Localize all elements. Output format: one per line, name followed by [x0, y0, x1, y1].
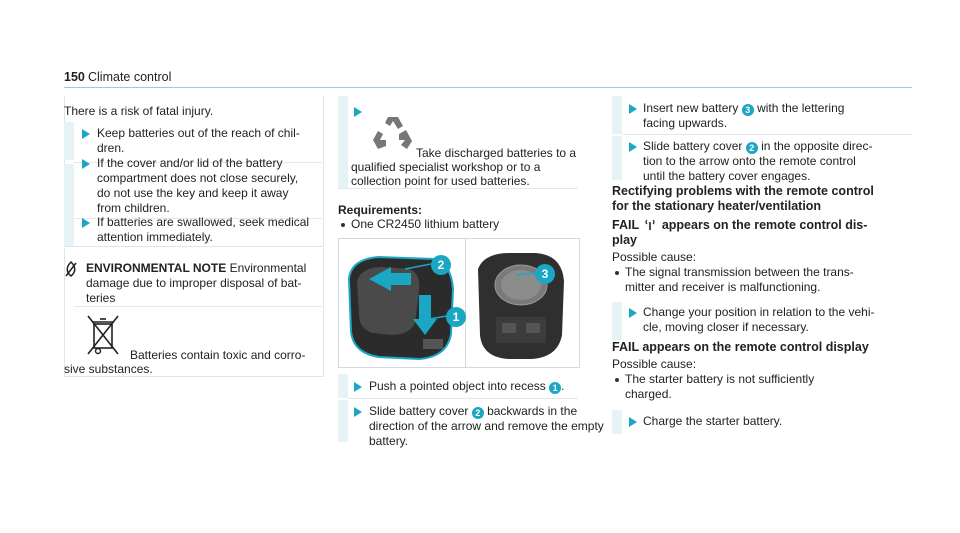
environment-note-line2: sive substances.	[64, 362, 153, 376]
warning-item-1: Keep batteries out of the reach of chil-…	[97, 126, 300, 155]
step-stripe	[64, 220, 74, 246]
badge-3: 3	[741, 104, 754, 116]
divider	[348, 398, 578, 399]
section-title: Climate control	[88, 70, 172, 84]
figure-callout-lines	[404, 263, 536, 320]
step-stripe	[612, 410, 622, 434]
figure-divider	[465, 238, 466, 367]
step-stripe	[338, 374, 348, 398]
warning-item-3: If batteries are swallowed, seek medical…	[97, 215, 310, 244]
arrow-icon	[354, 407, 362, 417]
step-push-recess: Push a pointed object into recess 1.	[369, 379, 565, 394]
environment-note-line1: Batteries contain toxic and corro-	[130, 348, 306, 362]
fail-remote-display-heading: FAIL appears on the remote control dis- …	[612, 218, 868, 247]
possible-cause-1: Possible cause:	[612, 250, 697, 264]
recycle-line3: collection point for used batteries.	[351, 174, 530, 188]
environmental-note-text: ENVIRONMENTAL NOTE Environmental damage …	[86, 261, 307, 305]
recycle-line1: Take discharged batteries to a	[416, 146, 577, 160]
action-change-position: Change your position in relation to the …	[643, 305, 875, 334]
divider	[74, 162, 322, 163]
fail-display-heading: FAIL appears on the remote control displ…	[612, 340, 869, 354]
arrow-icon	[82, 129, 90, 139]
crossed-out-wheelie-bin-icon	[87, 315, 119, 355]
step-slide-cover-forward: Slide battery cover 2 in the opposite di…	[643, 139, 873, 183]
arrow-icon	[629, 308, 637, 318]
step-stripe	[612, 136, 622, 180]
badge-2: 2	[471, 407, 484, 419]
action-charge-battery: Charge the starter battery.	[643, 414, 783, 428]
environmental-note-title: ENVIRONMENTAL NOTE	[86, 261, 227, 275]
divider	[74, 306, 322, 307]
step-stripe	[612, 302, 622, 340]
cause-1-text: The signal transmission between the tran…	[625, 265, 854, 294]
possible-cause-2: Possible cause:	[612, 357, 697, 371]
arrow-icon	[82, 218, 90, 228]
step-stripe	[64, 164, 74, 228]
bullet	[341, 223, 345, 227]
arrow-icon	[629, 142, 637, 152]
page-number: 150	[64, 70, 85, 84]
divider	[622, 134, 912, 135]
arrow-icon	[354, 107, 362, 117]
step-insert-battery: Insert new battery 3 with the lettering …	[643, 101, 845, 130]
badge-2: 2	[745, 142, 758, 154]
key-battery-illustration	[478, 253, 564, 359]
environment-icon	[65, 260, 77, 277]
recycling-icon	[373, 117, 412, 149]
antenna-signal-icon	[645, 219, 655, 230]
step-slide-cover-back: Slide battery cover 2 backwards in the d…	[369, 404, 604, 448]
header-rule	[64, 87, 912, 88]
bullet	[615, 378, 619, 382]
step-stripe	[612, 96, 622, 134]
key-open-cover-illustration	[347, 255, 455, 361]
divider	[74, 218, 322, 219]
divider	[338, 188, 578, 189]
step-stripe	[338, 96, 348, 188]
badge-1: 1	[549, 382, 562, 394]
requirements-title: Requirements:	[338, 203, 423, 217]
bullet	[615, 271, 619, 275]
rectifying-heading: Rectifying problems with the remote cont…	[612, 184, 874, 213]
arrow-icon	[629, 417, 637, 427]
arrow-icon	[82, 159, 90, 169]
arrow-icon	[629, 104, 637, 114]
requirements-item: One CR2450 lithium battery	[351, 217, 500, 231]
callout-2: 2	[431, 255, 451, 275]
step-stripe	[64, 122, 74, 160]
recycle-line2: qualified specialist workshop or to a	[351, 160, 541, 174]
callout-3: 3	[535, 264, 555, 284]
arrow-icon	[354, 382, 362, 392]
step-stripe	[338, 400, 348, 442]
callout-1: 1	[446, 307, 466, 327]
warning-intro: There is a risk of fatal injury.	[64, 104, 214, 118]
environmental-note-box	[64, 248, 324, 377]
cause-2-text: The starter battery is not sufficiently …	[625, 372, 815, 401]
